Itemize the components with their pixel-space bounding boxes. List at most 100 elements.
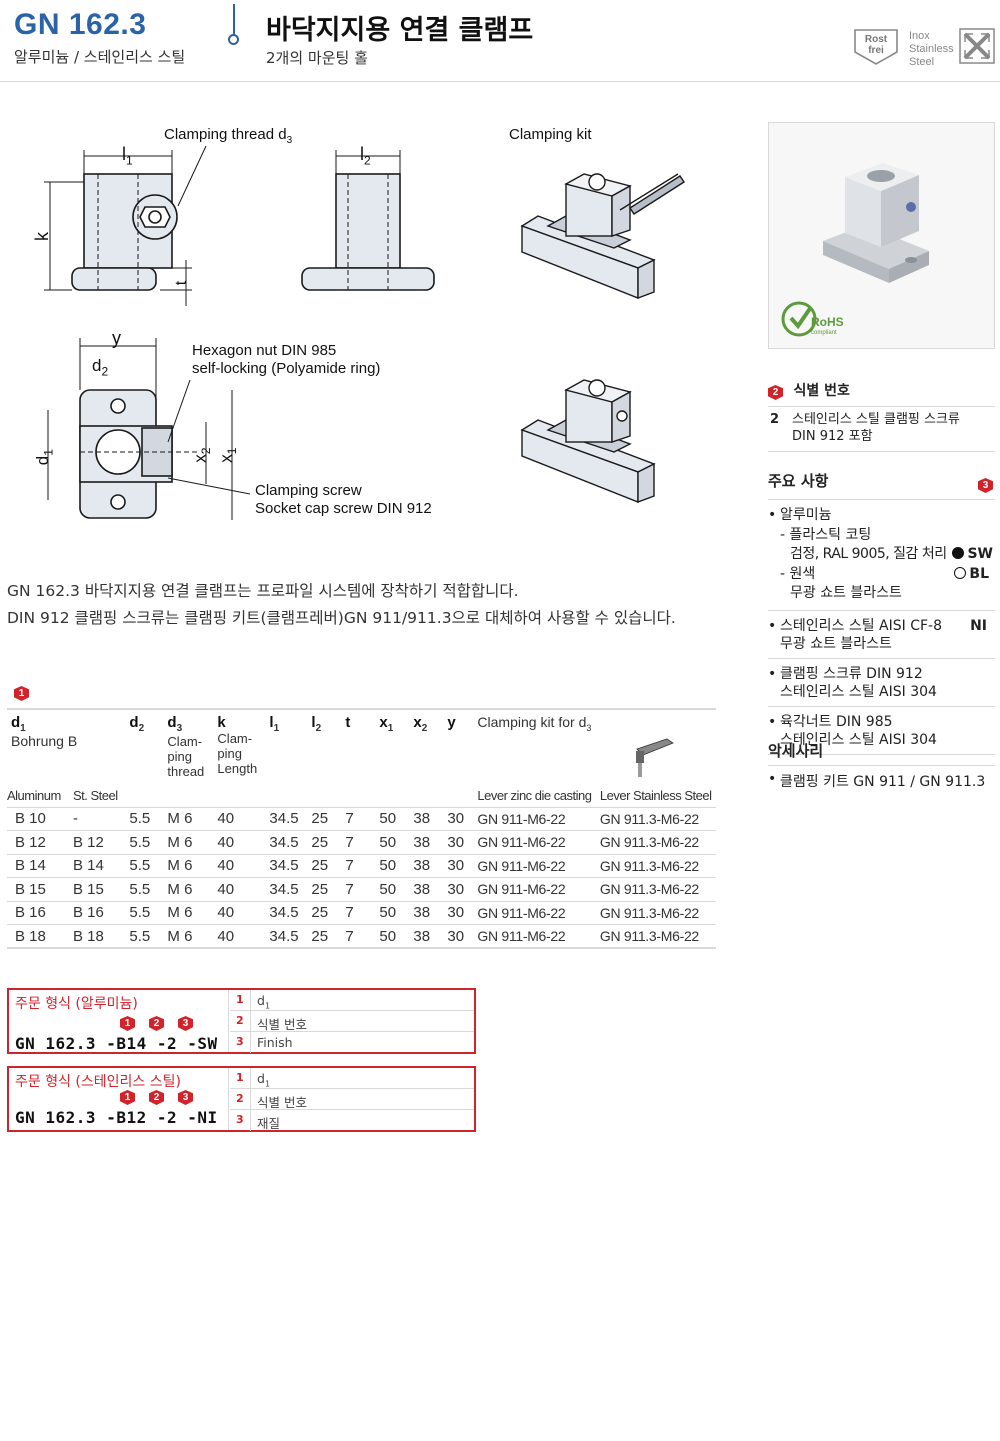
identification-header: 2 식별 번호	[768, 380, 995, 407]
specs-title: 주요 사항	[768, 472, 829, 490]
bullet-icon: •	[768, 665, 777, 682]
col-t: t	[341, 708, 376, 783]
d3-desc-2: ping	[167, 749, 192, 764]
table-cell: 7	[341, 900, 376, 925]
dim-y-label: y	[112, 328, 121, 348]
table-cell: M 6	[163, 900, 214, 925]
identification-row: 2 스테인리스 스틸 클램핑 스크류 DIN 912 포함	[768, 407, 995, 452]
table-cell: 40	[213, 900, 266, 925]
table-cell: GN 911-M6-22	[473, 806, 596, 831]
technical-drawings: Clamping thread d3 l1 l2 k t Clamping ki…	[0, 110, 760, 540]
table-cell: 5.5	[125, 830, 164, 854]
table-cell: B 14	[68, 853, 126, 878]
table-cell: M 6	[163, 877, 214, 901]
spec-item-stainless: • 스테인리스 스틸 AISI CF-8 무광 쇼트 블라스트 NI	[768, 611, 995, 659]
col-l2: l2	[307, 708, 342, 783]
table-cell: 40	[213, 830, 266, 854]
table-cell: 34.5	[265, 924, 308, 949]
col-d2: d2	[125, 708, 164, 783]
table-cell: 38	[409, 806, 444, 831]
col-steel: St. Steel	[72, 787, 118, 803]
table-cell: 38	[409, 830, 444, 854]
table-cell: GN 911-M6-22	[473, 830, 596, 854]
spec-line: 스테인리스 스틸 AISI 304	[780, 683, 937, 700]
order-code: GN 162.3 -B12 -2 -NI	[15, 1108, 218, 1127]
inox-line-2: Stainless	[909, 43, 954, 55]
table-cell: 25	[307, 924, 342, 949]
table-cell: 5.5	[125, 853, 164, 878]
product-photo: RoHS compliant	[768, 122, 995, 349]
spec-item-nut: • 육각너트 DIN 985 스테인리스 스틸 AISI 304	[768, 707, 995, 755]
table-cell: B 18	[7, 924, 69, 949]
spec-item-aluminium: • 알루미늄 - 플라스틱 코팅 검정, RAL 9005, 질감 처리 - 원…	[768, 500, 995, 611]
spec-line: 스테인리스 스틸 AISI 304	[780, 731, 937, 748]
accessory-item: • 클램핑 키트 GN 911 / GN 911.3	[768, 766, 995, 791]
header-divider-dot	[228, 34, 239, 45]
col-k: k Clam- ping Length	[213, 708, 266, 783]
table-cell: B 12	[7, 830, 69, 854]
specs-section: 주요 사항 3 • 알루미늄 - 플라스틱 코팅 검정, RAL 9005, 질…	[768, 470, 995, 755]
table-cell: B 15	[68, 877, 126, 901]
page-subtitle: 2개의 마운팅 홀	[266, 49, 368, 67]
table-cell: 7	[341, 877, 376, 901]
material-code-ni: NI	[970, 617, 987, 634]
table-cell: 50	[375, 830, 410, 854]
table-cell: 25	[307, 853, 342, 878]
order-badge-2: 2	[149, 1016, 164, 1031]
table-cell: 25	[307, 900, 342, 925]
page-header: GN 162.3 알루미늄 / 스테인리스 스틸 바닥지지용 연결 클램프 2개…	[0, 0, 1000, 82]
d3-desc-3: thread	[167, 764, 205, 779]
spec-line: - 플라스틱 코팅	[780, 526, 872, 543]
table-cell: GN 911-M6-22	[473, 900, 596, 925]
identification-title: 식별 번호	[793, 383, 850, 399]
order-badge-1: 1	[120, 1090, 135, 1105]
order-title: 주문 형식 (알루미늄)	[15, 996, 138, 1012]
table-cell: B 15	[7, 877, 69, 901]
description-line-1: GN 162.3 바닥지지용 연결 클램프는 프로파일 시스템에 장착하기 적합…	[7, 582, 519, 600]
order-example-stainless: 주문 형식 (스테인리스 스틸) 1 2 3 GN 162.3 -B12 -2 …	[9, 1068, 229, 1130]
stainless-symbol-icon	[959, 28, 995, 64]
table-cell: 50	[375, 924, 410, 949]
col-x1: x1	[375, 708, 410, 783]
bullet-icon: •	[768, 617, 777, 634]
product-code: GN 162.3	[14, 8, 147, 41]
inox-label: Inox Stainless Steel	[909, 30, 954, 69]
table-cell: GN 911-M6-22	[473, 853, 596, 878]
technical-drawing-lines	[44, 145, 685, 520]
specs-badge: 3	[978, 478, 993, 493]
table-cell: B 16	[7, 900, 69, 925]
specs-header: 주요 사항 3	[768, 470, 995, 500]
table-cell: 34.5	[265, 806, 308, 831]
table-header-row: d1 Bohrung B d2 d3 Clam- ping thread k C…	[7, 708, 716, 783]
table-cell: 40	[213, 877, 266, 901]
bullet-icon: •	[768, 771, 777, 787]
dim-k-label: k	[32, 232, 52, 241]
table-cell: 25	[307, 877, 342, 901]
table-cell: GN 911.3-M6-22	[595, 830, 716, 854]
table-cell: 7	[341, 853, 376, 878]
accessory-text: 클램핑 키트 GN 911 / GN 911.3	[780, 774, 986, 790]
product-image: RoHS compliant	[781, 163, 929, 337]
k-desc-3: Length	[217, 761, 258, 776]
clamping-screw-label-2: Socket cap screw DIN 912	[255, 500, 432, 517]
dim-l2-label: l2	[360, 144, 371, 168]
table-cell: 40	[213, 853, 266, 878]
order-code: GN 162.3 -B14 -2 -SW	[15, 1034, 218, 1053]
spec-line: 무광 쇼트 블라스트	[790, 585, 902, 601]
table-cell: 50	[375, 900, 410, 925]
table-cell: 30	[443, 924, 474, 949]
table-cell: 34.5	[265, 900, 308, 925]
table-cell: GN 911-M6-22	[473, 877, 596, 901]
spec-line: 무광 쇼트 블라스트	[780, 635, 892, 652]
table-cell: 25	[307, 830, 342, 854]
table-cell: -	[68, 806, 126, 831]
table-cell: 50	[375, 877, 410, 901]
table-cell: B 18	[68, 924, 126, 949]
table-cell: 25	[307, 806, 342, 831]
black-dot-icon	[952, 547, 965, 559]
